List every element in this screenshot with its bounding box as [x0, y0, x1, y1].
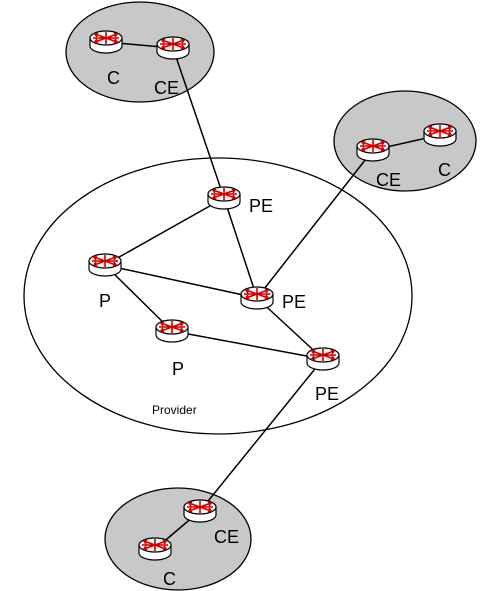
c-top-label: C [107, 68, 120, 88]
pe-middle-label: PE [282, 292, 306, 312]
p-middle-label: P [172, 359, 184, 379]
c-right-router-icon[interactable] [423, 123, 457, 147]
pe-bottom-label: PE [315, 384, 339, 404]
c-top-router-icon[interactable] [89, 30, 123, 54]
link-pe-top-pe-middle [223, 197, 258, 299]
pe-bottom-router-icon[interactable] [306, 347, 340, 371]
ce-right-router-icon[interactable] [356, 138, 390, 162]
p-left-router-icon[interactable] [88, 253, 122, 277]
pe-middle-router-icon[interactable] [240, 286, 274, 310]
ce-top-label: CE [154, 78, 179, 98]
link-pe-middle-pe-bottom [256, 297, 324, 360]
site-top-area [65, 1, 215, 103]
pe-top-router-icon[interactable] [207, 186, 241, 210]
c-bottom-router-icon[interactable] [138, 537, 172, 561]
link-p-left-p-middle [104, 264, 173, 332]
link-pe-top-p-left [104, 197, 225, 266]
provider-label: Provider [152, 403, 197, 417]
link-p-middle-pe-bottom [171, 330, 324, 360]
link-p-left-pe-middle [104, 264, 258, 299]
ce-bottom-router-icon[interactable] [183, 499, 217, 523]
ce-top-router-icon[interactable] [156, 36, 190, 60]
link-ce-right-pe-middle [256, 149, 374, 299]
link-pe-bottom-ce-bottom [199, 358, 324, 512]
ce-bottom-label: CE [214, 527, 239, 547]
link-ce-top-pe-top [172, 47, 225, 199]
ce-right-label: CE [376, 170, 401, 190]
pe-top-label: PE [249, 196, 273, 216]
c-bottom-label: C [163, 569, 176, 589]
c-right-label: C [438, 160, 451, 180]
p-left-label: P [99, 291, 111, 311]
site-right-area [333, 90, 477, 192]
p-middle-router-icon[interactable] [155, 319, 189, 343]
